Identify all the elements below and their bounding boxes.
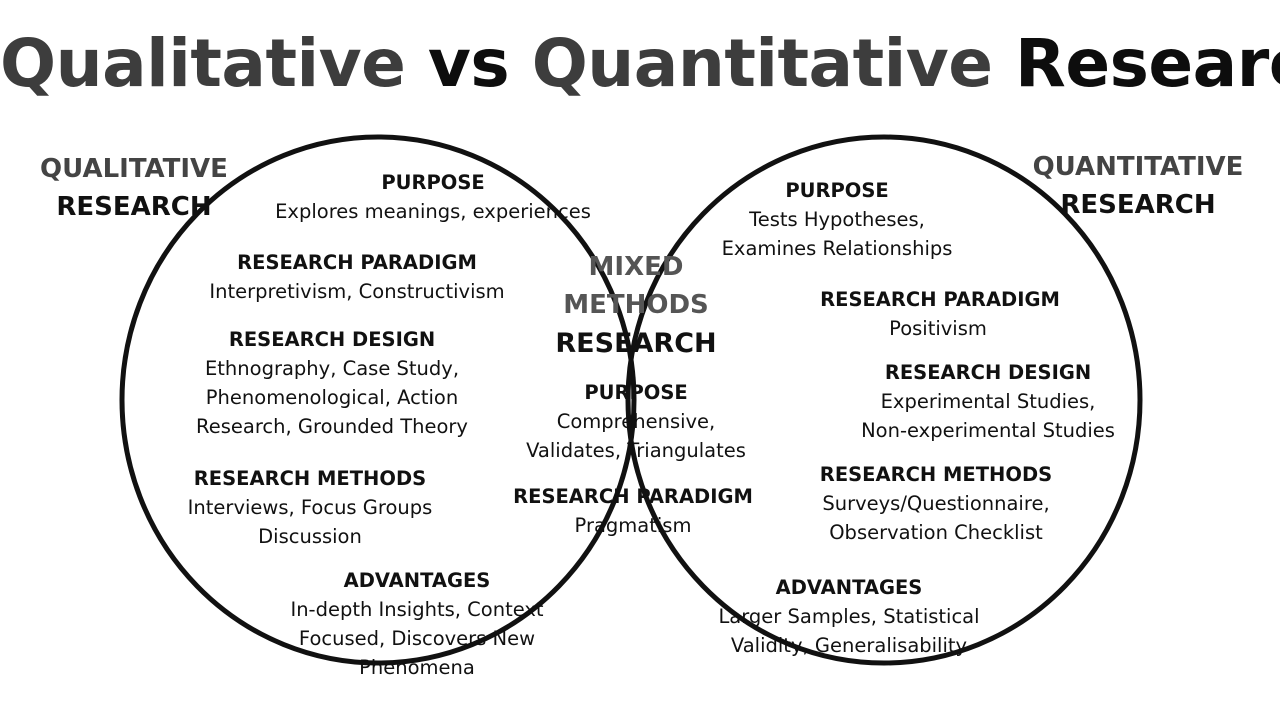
quantitative-advantages-line: Validity, Generalisability bbox=[730, 634, 968, 657]
qualitative-advantages-heading: ADVANTAGES bbox=[343, 569, 491, 592]
qualitative-design-heading: RESEARCH DESIGN bbox=[228, 328, 436, 351]
mixed-label-line1: MIXED bbox=[588, 252, 684, 282]
qualitative-purpose-heading: PURPOSE bbox=[381, 171, 485, 194]
title-vs: vs bbox=[427, 25, 510, 102]
qualitative-label-line2: RESEARCH bbox=[56, 192, 212, 222]
mixed-purpose-heading: PURPOSE bbox=[584, 381, 688, 404]
mixed-purpose: PURPOSE Comprehensive, Validates, Triang… bbox=[526, 378, 746, 465]
quantitative-advantages-heading: ADVANTAGES bbox=[775, 576, 923, 599]
qualitative-design-line: Ethnography, Case Study, bbox=[204, 357, 460, 380]
quantitative-purpose-heading: PURPOSE bbox=[785, 179, 889, 202]
mixed-label-line2: METHODS bbox=[563, 290, 709, 320]
quantitative-methods-line: Surveys/Questionnaire, bbox=[822, 492, 1050, 515]
qualitative-design-line: Phenomenological, Action bbox=[205, 386, 459, 409]
quantitative-methods: RESEARCH METHODS Surveys/Questionnaire, … bbox=[820, 460, 1052, 547]
quantitative-design-line: Non-experimental Studies bbox=[861, 419, 1115, 442]
quantitative-paradigm-heading: RESEARCH PARADIGM bbox=[820, 288, 1060, 311]
quantitative-label-line1: QUANTITATIVE bbox=[1032, 152, 1244, 182]
qualitative-methods-line: Discussion bbox=[258, 525, 362, 548]
qualitative-methods-line: Interviews, Focus Groups bbox=[187, 496, 433, 519]
quantitative-advantages-line: Larger Samples, Statistical bbox=[718, 605, 980, 628]
page-title: Qualitative vs Quantitative Research bbox=[0, 22, 1280, 106]
title-quantitative: Quantitative bbox=[531, 25, 993, 102]
qualitative-purpose: PURPOSE Explores meanings, experiences bbox=[275, 168, 591, 226]
quantitative-design: RESEARCH DESIGN Experimental Studies, No… bbox=[861, 358, 1115, 445]
quantitative-circle bbox=[625, 134, 1143, 666]
mixed-purpose-line: Comprehensive, bbox=[556, 410, 716, 433]
mixed-methods-label: MIXED METHODS RESEARCH bbox=[555, 248, 716, 364]
qualitative-methods-heading: RESEARCH METHODS bbox=[193, 467, 427, 490]
qualitative-design: RESEARCH DESIGN Ethnography, Case Study,… bbox=[196, 325, 468, 441]
quantitative-design-line: Experimental Studies, bbox=[880, 390, 1096, 413]
quantitative-research-label: QUANTITATIVE RESEARCH bbox=[1020, 148, 1256, 224]
qualitative-paradigm-heading: RESEARCH PARADIGM bbox=[237, 251, 477, 274]
qualitative-circle bbox=[119, 134, 637, 666]
quantitative-methods-heading: RESEARCH METHODS bbox=[819, 463, 1053, 486]
qualitative-advantages-line: Phenomena bbox=[359, 656, 475, 679]
qualitative-purpose-line: Explores meanings, experiences bbox=[275, 200, 591, 223]
mixed-paradigm-line: Pragmatism bbox=[574, 514, 692, 537]
mixed-label-line3: RESEARCH bbox=[555, 328, 717, 359]
qualitative-paradigm: RESEARCH PARADIGM Interpretivism, Constr… bbox=[209, 248, 504, 306]
quantitative-advantages: ADVANTAGES Larger Samples, Statistical V… bbox=[718, 573, 979, 660]
quantitative-methods-line: Observation Checklist bbox=[829, 521, 1043, 544]
qualitative-advantages-line: Focused, Discovers New bbox=[298, 627, 536, 650]
mixed-paradigm: RESEARCH PARADIGM Pragmatism bbox=[513, 482, 753, 540]
quantitative-purpose-line: Tests Hypotheses, bbox=[749, 208, 925, 231]
quantitative-label-line2: RESEARCH bbox=[1060, 190, 1216, 220]
qualitative-methods: RESEARCH METHODS Interviews, Focus Group… bbox=[188, 464, 433, 551]
quantitative-paradigm: RESEARCH PARADIGM Positivism bbox=[820, 285, 1060, 343]
qualitative-advantages: ADVANTAGES In-depth Insights, Context Fo… bbox=[290, 566, 543, 682]
quantitative-purpose-line: Examines Relationships bbox=[721, 237, 953, 260]
title-qualitative: Qualitative bbox=[0, 25, 406, 102]
qualitative-research-label: QUALITATIVE RESEARCH bbox=[24, 150, 244, 226]
quantitative-purpose: PURPOSE Tests Hypotheses, Examines Relat… bbox=[722, 176, 953, 263]
mixed-purpose-line: Validates, Triangulates bbox=[526, 439, 746, 462]
title-research: Research bbox=[1015, 25, 1280, 102]
qualitative-advantages-line: In-depth Insights, Context bbox=[290, 598, 544, 621]
qualitative-paradigm-line: Interpretivism, Constructivism bbox=[209, 280, 505, 303]
qualitative-design-line: Research, Grounded Theory bbox=[196, 415, 468, 438]
qualitative-label-line1: QUALITATIVE bbox=[40, 154, 228, 184]
mixed-paradigm-heading: RESEARCH PARADIGM bbox=[513, 485, 753, 508]
quantitative-design-heading: RESEARCH DESIGN bbox=[884, 361, 1092, 384]
quantitative-paradigm-line: Positivism bbox=[889, 317, 987, 340]
